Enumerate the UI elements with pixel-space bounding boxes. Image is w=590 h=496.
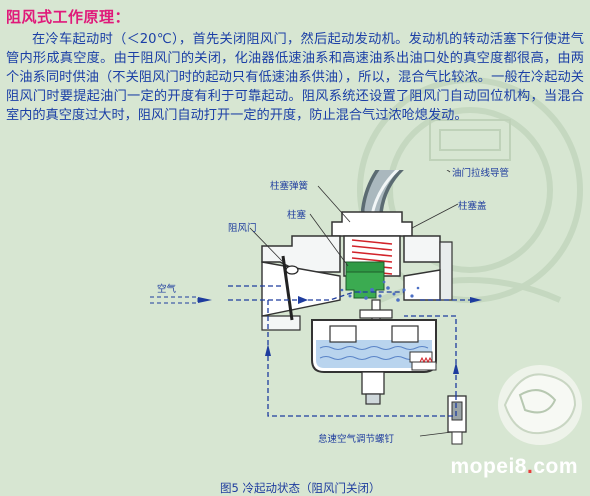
page-title: 阻风式工作原理： bbox=[6, 8, 131, 26]
figure-caption: 图5 冷起动状态（阻风门关闭） bbox=[220, 481, 381, 495]
float-bowl bbox=[311, 319, 437, 373]
plunger-spring bbox=[351, 239, 393, 275]
label-air: 空气 bbox=[157, 284, 177, 295]
throttle-cable-tube bbox=[360, 170, 404, 273]
leader-lines bbox=[249, 170, 459, 437]
watermark-dot: . bbox=[526, 455, 534, 478]
carburetor-body bbox=[261, 235, 453, 331]
fuel-droplets bbox=[340, 280, 420, 306]
label-choke-valve: 阻风门 bbox=[228, 223, 257, 234]
dragon-ornament bbox=[498, 365, 582, 445]
carburetor-diagram bbox=[150, 170, 482, 445]
watermark: mopei8.com bbox=[450, 455, 578, 479]
choke-valve bbox=[281, 255, 299, 321]
watermark-main: mopei8 bbox=[450, 455, 527, 478]
description-paragraph: 在冷车起动时（＜20℃），首先关闭阻风门，然后起动发动机。发动机的转动活塞下行使… bbox=[6, 30, 584, 125]
description-text: 在冷车起动时（＜20℃），首先关闭阻风门，然后起动发动机。发动机的转动活塞下行使… bbox=[6, 32, 584, 123]
idle-air-adjust-screw bbox=[447, 395, 467, 445]
side-screw bbox=[411, 356, 437, 371]
label-plunger-cap: 柱塞盖 bbox=[458, 201, 487, 212]
label-throttle-cable: 油门拉线导管 bbox=[452, 168, 510, 179]
airflow-arrows bbox=[198, 296, 482, 374]
label-plunger: 柱塞 bbox=[287, 210, 307, 221]
air-inlet-arrow bbox=[150, 296, 199, 304]
bowl-drain bbox=[361, 371, 385, 405]
label-plunger-spring: 柱塞弹簧 bbox=[270, 181, 309, 192]
watermark-tld: com bbox=[533, 455, 578, 478]
label-idle-air-screw: 怠速空气调节螺钉 bbox=[318, 434, 395, 445]
